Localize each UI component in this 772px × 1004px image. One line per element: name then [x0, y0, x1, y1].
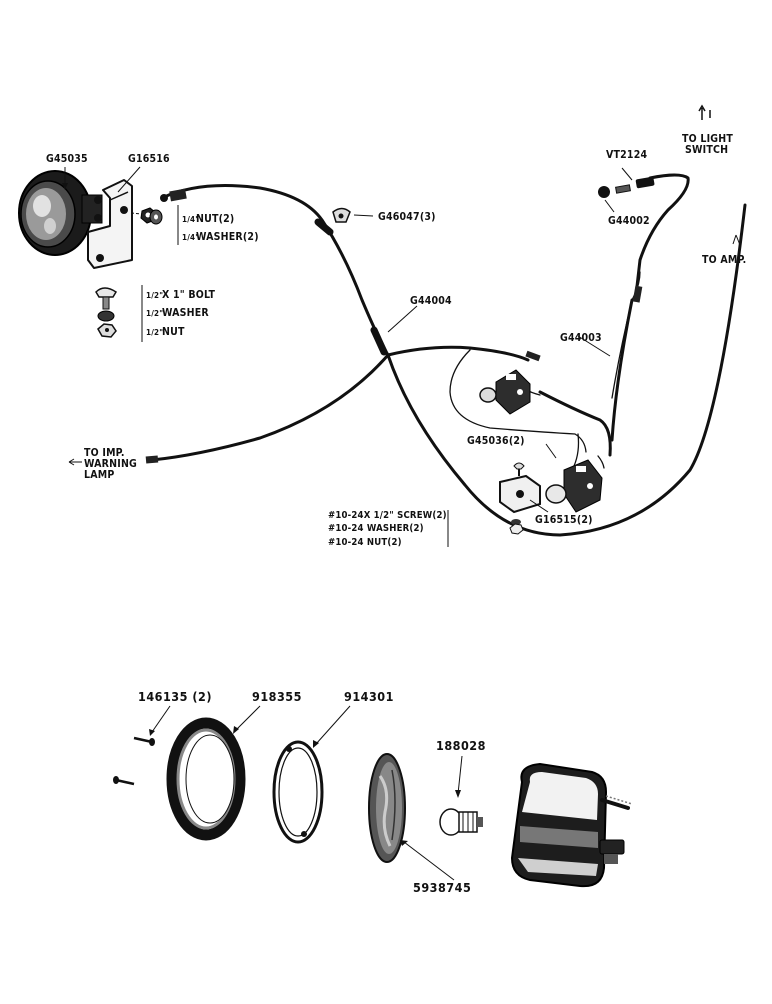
gauge-icon — [18, 170, 103, 256]
washer-fraction: 1/4" — [182, 233, 199, 242]
to-imp-label-1: TO IMP. — [84, 447, 125, 459]
nut-fraction: 1/4" — [182, 215, 199, 224]
plug-label: VT2124 — [606, 149, 647, 161]
switch-bracket-icon — [499, 474, 541, 514]
lamp-screws-label: 146135 (2) — [138, 689, 212, 704]
clip-icon — [332, 207, 351, 223]
screw-icon — [133, 736, 155, 746]
bulb-icon — [439, 808, 483, 836]
bolt-nut-icon — [97, 323, 117, 338]
toggle-switch-icon — [479, 369, 531, 415]
wire-3-label: G44003 — [560, 332, 602, 344]
gasket-icon — [272, 740, 324, 844]
screw-washer-label: #10-24 WASHER(2) — [328, 523, 424, 534]
lamp-rim-icon — [166, 717, 246, 841]
lamp-bulb-label: 188028 — [436, 738, 486, 753]
plug-icon — [160, 188, 187, 202]
bolt-fraction: 1/2" — [146, 291, 163, 300]
toggle-switch-icon — [545, 459, 603, 513]
to-amp-label: TO AMP. — [702, 254, 746, 266]
gauge-label: G45035 — [46, 153, 88, 165]
bolt-washer-fraction: 1/2" — [146, 309, 163, 318]
lamp-housing-icon — [510, 762, 633, 888]
bolt-nut-label: NUT — [162, 326, 185, 338]
switch-bracket-label: G16515(2) — [535, 514, 593, 526]
lamp-lens-label: 5938745 — [413, 880, 471, 895]
lamp-gasket-label: 914301 — [344, 689, 394, 704]
lamp-rim-label: 918355 — [252, 689, 302, 704]
to-light-label-1: TO LIGHT — [682, 133, 733, 145]
light-switch-arrow — [698, 104, 711, 120]
bolt-washer-label: WASHER — [162, 307, 209, 319]
bracket-label: G16516 — [128, 153, 170, 165]
harness-label: G44004 — [410, 295, 452, 307]
screw-label: #10-24X 1/2" SCREW(2) — [328, 510, 447, 521]
screw-washer-icon — [511, 519, 521, 525]
nut-label: NUT(2) — [196, 213, 234, 225]
screw-nut-icon — [509, 523, 524, 535]
screw-icon — [113, 776, 135, 786]
washer-icon — [149, 209, 163, 225]
to-imp-label-3: LAMP — [84, 469, 114, 481]
bracket-icon — [87, 179, 133, 269]
bolt-icon — [95, 287, 118, 310]
wire-2-label: G44002 — [608, 215, 650, 227]
screw-icon — [513, 462, 525, 476]
washer-label: WASHER(2) — [196, 231, 259, 243]
to-light-label-2: SWITCH — [685, 144, 728, 156]
clip-label: G46047(3) — [378, 211, 436, 223]
bolt-washer-icon — [97, 310, 115, 322]
bolt-label: X 1" BOLT — [162, 289, 215, 301]
screw-nut-label: #10-24 NUT(2) — [328, 537, 402, 548]
lens-icon — [368, 753, 406, 863]
switch-label: G45036(2) — [467, 435, 525, 447]
to-imp-label-2: WARNING — [84, 458, 137, 470]
bolt-nut-fraction: 1/2" — [146, 328, 163, 337]
